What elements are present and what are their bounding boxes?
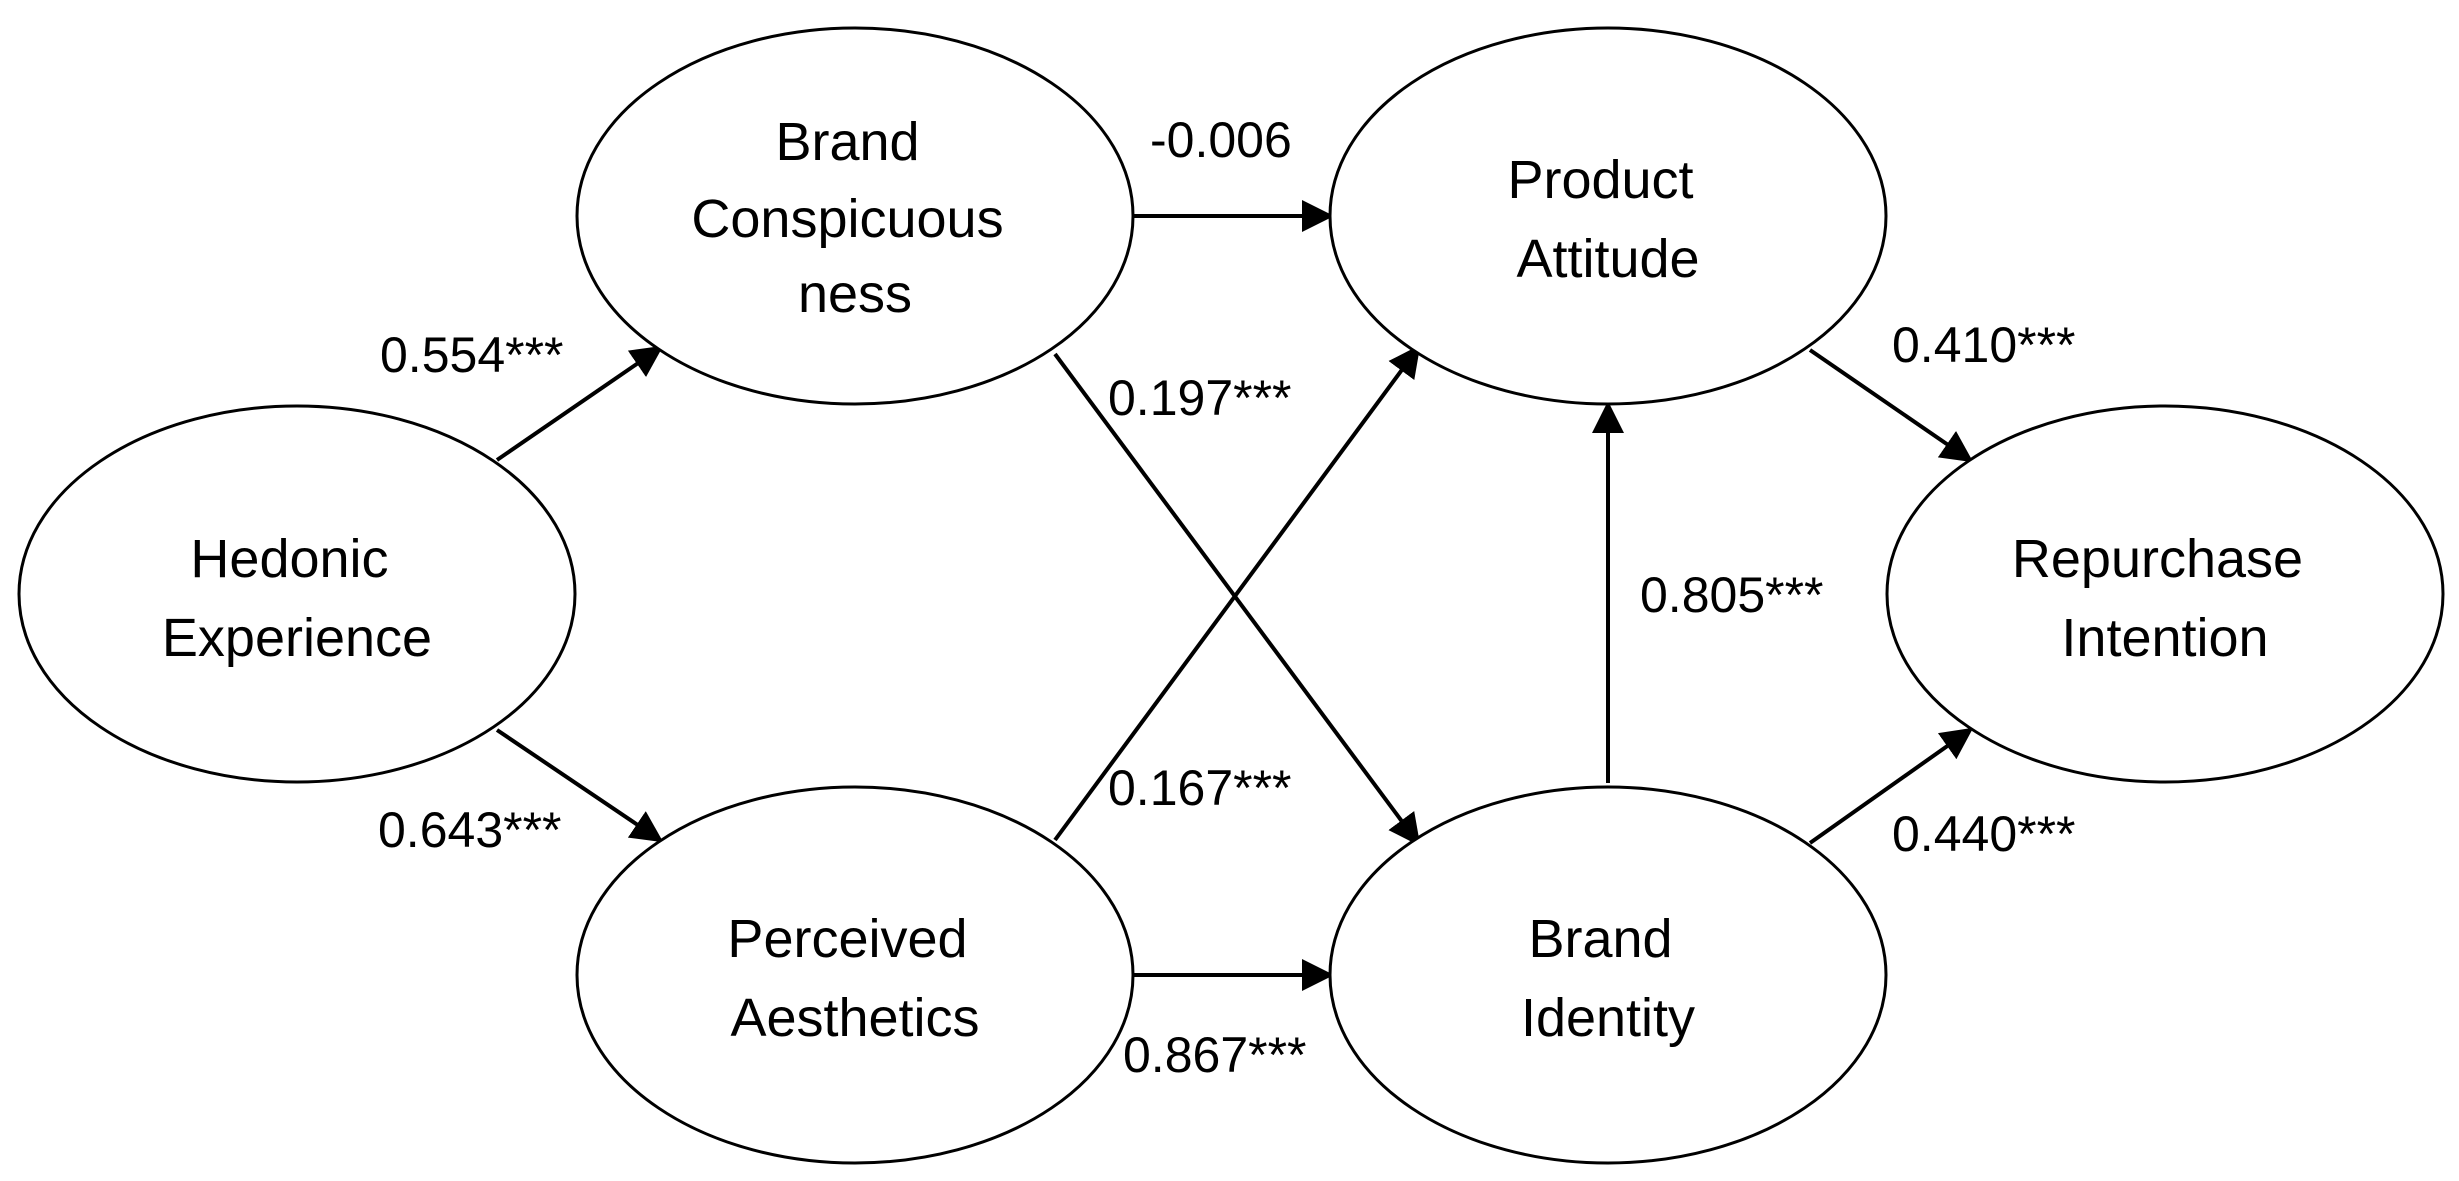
edge-attitude-to-repurchase xyxy=(1808,348,1974,463)
edge-label-hedonic-to-conspicuousness: 0.554*** xyxy=(380,327,564,383)
edge-conspicuousness-to-identity xyxy=(1053,352,1421,847)
node-label-line: Intention xyxy=(2061,608,2268,668)
edge-aesthetics-to-attitude xyxy=(1053,344,1421,842)
node-shape xyxy=(17,404,577,784)
node-label-line: Conspicuous xyxy=(691,189,1003,249)
node-label-line: Experience xyxy=(162,608,432,668)
node-brand-conspicuousness: Brand Conspicuous ness xyxy=(575,26,1135,406)
node-shape xyxy=(1885,404,2445,784)
node-hedonic-experience: Hedonic Experience xyxy=(17,404,577,784)
edge-label-conspicuousness-to-attitude: -0.006 xyxy=(1150,112,1292,168)
node-shape xyxy=(575,26,1135,406)
node-brand-identity: Brand Identity xyxy=(1328,785,1888,1165)
node-label: Perceived Aesthetics xyxy=(727,909,982,1048)
edge-label-aesthetics-to-identity: 0.867*** xyxy=(1123,1027,1307,1083)
edge-label-conspicuousness-to-identity: 0.197*** xyxy=(1108,370,1292,426)
edge-identity-to-repurchase xyxy=(1808,727,1974,845)
edge-label-hedonic-to-aesthetics: 0.643*** xyxy=(378,802,562,858)
node-label-line: Brand xyxy=(775,112,919,172)
node-product-attitude: Product Attitude xyxy=(1328,26,1888,406)
node-label-line: Repurchase xyxy=(2012,529,2303,589)
node-label: Repurchase Intention xyxy=(2012,529,2318,668)
edge-label-identity-to-repurchase: 0.440*** xyxy=(1892,806,2076,862)
node-label: Product Attitude xyxy=(1507,150,1708,289)
edges xyxy=(495,200,1974,991)
node-label-line: Product xyxy=(1507,150,1693,210)
node-repurchase-intention: Repurchase Intention xyxy=(1885,404,2445,784)
node-shape xyxy=(1328,26,1888,406)
edge-label-identity-to-attitude: 0.805*** xyxy=(1640,567,1824,623)
node-label-line: ness xyxy=(798,264,912,324)
node-shape xyxy=(575,785,1135,1165)
edge-label-attitude-to-repurchase: 0.410*** xyxy=(1892,317,2076,373)
node-label: Hedonic Experience xyxy=(162,529,432,668)
edge-labels: 0.554*** 0.643*** -0.006 0.197*** 0.167*… xyxy=(378,112,2076,1083)
node-label-line: Perceived xyxy=(727,909,967,969)
edge-hedonic-to-aesthetics xyxy=(495,728,664,843)
node-label-line: Brand xyxy=(1528,909,1672,969)
node-label-line: Identity xyxy=(1521,988,1695,1048)
edge-label-aesthetics-to-attitude: 0.167*** xyxy=(1108,760,1292,816)
node-label-line: Hedonic xyxy=(190,529,388,589)
node-label-line: Aesthetics xyxy=(730,988,979,1048)
edge-hedonic-to-conspicuousness xyxy=(495,345,664,462)
node-label-line: Attitude xyxy=(1516,229,1699,289)
node-perceived-aesthetics: Perceived Aesthetics xyxy=(575,785,1135,1165)
node-label: Brand Identity xyxy=(1521,909,1695,1048)
node-label: Brand Conspicuous ness xyxy=(691,112,1018,324)
node-shape xyxy=(1328,785,1888,1165)
